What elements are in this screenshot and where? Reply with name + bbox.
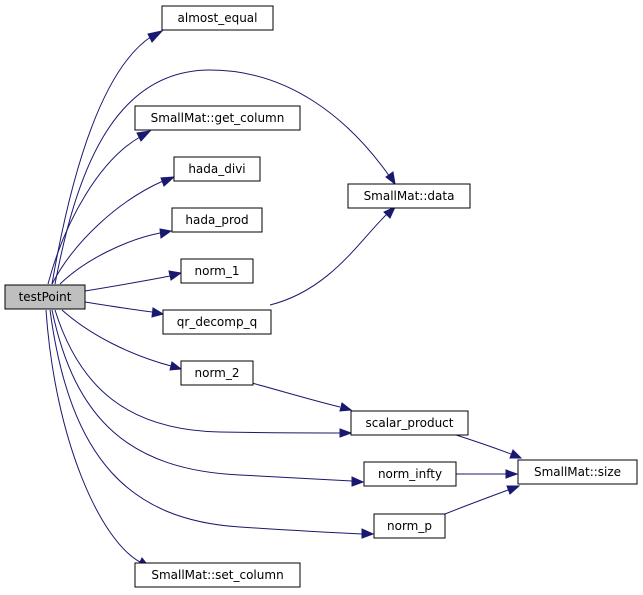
edge-testpoint-scalar-product <box>54 309 341 434</box>
node-testpoint-box <box>4 284 86 310</box>
edge-testpoint-hada-divi <box>51 180 164 285</box>
node-hada-prod-box <box>171 207 263 233</box>
node-scalar-product[interactable]: scalar_product <box>350 410 469 436</box>
edge-testpoint-norm-2 <box>61 309 172 367</box>
arrowhead-scalar-size <box>509 449 523 459</box>
edge-testpoint-norm-1 <box>84 275 171 292</box>
edge-testpoint-norm-p <box>49 309 363 535</box>
arrowhead-normp-size <box>506 485 521 495</box>
arrowhead-qr-decomp <box>151 307 165 318</box>
node-norm-2[interactable]: norm_2 <box>180 360 254 386</box>
node-norm-infty-box <box>363 461 457 487</box>
node-norm-2-box <box>180 360 254 386</box>
node-data-box <box>347 183 471 209</box>
node-hada-divi-label: hada_divi <box>188 162 245 176</box>
arrowhead-qr-data <box>383 205 397 219</box>
node-data[interactable]: SmallMat::data <box>347 183 471 209</box>
node-set-column-label: SmallMat::set_column <box>151 568 283 582</box>
arrowhead-norm-1 <box>168 270 183 281</box>
node-qr-decomp-q-box <box>162 309 272 335</box>
node-testpoint[interactable]: testPoint <box>4 284 86 310</box>
node-norm-p-box <box>373 513 446 539</box>
node-hada-prod-label: hada_prod <box>185 213 248 227</box>
arrowhead-norm2-scalar <box>339 402 353 412</box>
node-almost-equal-box <box>161 5 274 31</box>
node-testpoint-label: testPoint <box>19 290 72 304</box>
edge-testpoint-qr-decomp <box>84 301 153 313</box>
edge-norm-p-size <box>444 489 509 515</box>
node-size-box <box>517 459 638 485</box>
node-norm-infty-label: norm_infty <box>378 467 442 481</box>
arrowhead-norm-infty <box>351 476 365 487</box>
edge-qr-decomp-data <box>269 213 388 306</box>
edge-testpoint-get-column <box>47 136 141 285</box>
node-qr-decomp-q[interactable]: qr_decomp_q <box>162 309 272 335</box>
node-hada-prod[interactable]: hada_prod <box>171 207 263 233</box>
edge-norm-2-scalar-product <box>251 382 341 408</box>
arrowhead-norm-2 <box>169 361 183 371</box>
node-qr-decomp-q-label: qr_decomp_q <box>177 315 257 329</box>
node-hada-divi[interactable]: hada_divi <box>173 156 261 182</box>
node-get-column-box <box>134 105 301 131</box>
node-norm-1[interactable]: norm_1 <box>180 258 254 284</box>
edge-testpoint-set-column <box>45 309 141 563</box>
node-get-column-label: SmallMat::get_column <box>151 111 285 125</box>
edge-testpoint-data <box>54 69 391 285</box>
node-norm-1-label: norm_1 <box>195 264 240 278</box>
node-almost-equal[interactable]: almost_equal <box>161 5 274 31</box>
arrowhead-scalar-product <box>339 428 353 438</box>
edge-scalar-product-size <box>449 432 512 455</box>
node-norm-2-label: norm_2 <box>195 366 240 380</box>
node-norm-1-box <box>180 258 254 284</box>
arrowhead-hada-prod <box>159 228 173 239</box>
node-norm-p[interactable]: norm_p <box>373 513 446 539</box>
node-almost-equal-label: almost_equal <box>178 11 258 25</box>
arrowhead-hada-divi <box>160 176 176 187</box>
node-set-column-box <box>134 562 301 588</box>
node-norm-p-label: norm_p <box>387 519 432 533</box>
arrowhead-infty-size <box>505 469 519 479</box>
arrowhead-data <box>385 171 396 186</box>
node-get-column[interactable]: SmallMat::get_column <box>134 105 301 131</box>
arrowhead-get-column <box>136 130 152 142</box>
node-scalar-product-label: scalar_product <box>366 416 454 430</box>
edges <box>45 30 523 569</box>
edge-testpoint-hada-prod <box>59 232 161 285</box>
node-size-label: SmallMat::size <box>534 465 621 479</box>
node-size[interactable]: SmallMat::size <box>517 459 638 485</box>
arrowhead-norm-p <box>361 528 375 539</box>
node-norm-infty[interactable]: norm_infty <box>363 461 457 487</box>
node-hada-divi-box <box>173 156 261 182</box>
node-scalar-product-box <box>350 410 469 436</box>
edge-testpoint-norm-infty <box>51 309 353 482</box>
node-data-label: SmallMat::data <box>364 189 455 203</box>
edge-testpoint-almost-equal <box>51 35 153 285</box>
node-set-column[interactable]: SmallMat::set_column <box>134 562 301 588</box>
arrowhead-almost-equal <box>147 30 164 43</box>
